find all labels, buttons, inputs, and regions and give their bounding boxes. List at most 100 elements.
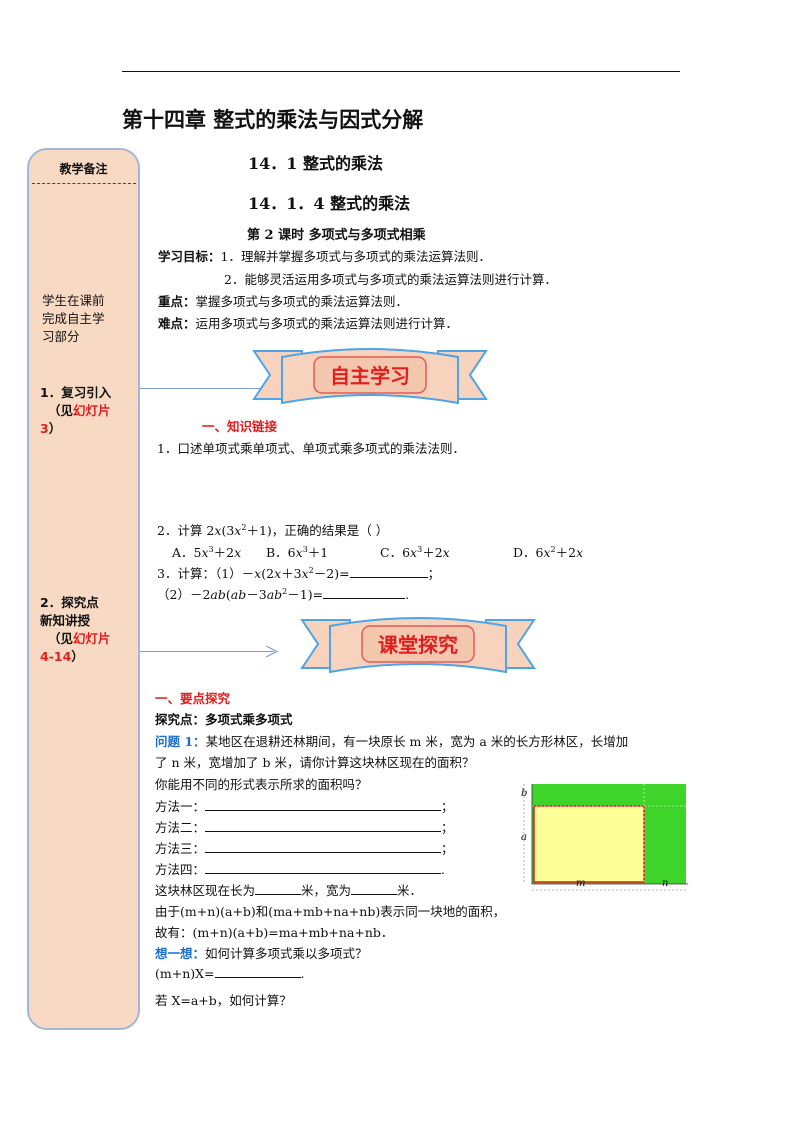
text: 这块林区现在长为 bbox=[155, 883, 256, 898]
method-1: 方法一：； bbox=[155, 797, 454, 814]
banner-classroom-explore: 课堂探究 bbox=[378, 633, 458, 657]
q2-suffix: ，正确的结果是（ ） bbox=[271, 523, 389, 538]
ref-prefix: （见 bbox=[48, 403, 74, 418]
teaching-notes-sidebar bbox=[27, 148, 140, 1030]
sidebar-item-review: 1．复习引入 （见幻灯片 3） bbox=[40, 384, 136, 438]
problem-text: 某地区在退耕还林期间，有一块原长 m 米，宽为 a 米的长方形林区，长增加 bbox=[205, 734, 629, 749]
area-diagram bbox=[523, 784, 688, 891]
think-line: 想一想：如何计算多项式乘以多项式？ bbox=[155, 943, 368, 962]
ribbon-banner-icon bbox=[252, 348, 488, 405]
method-2: 方法二：； bbox=[155, 818, 454, 835]
think-text: 如何计算多项式乘以多项式？ bbox=[205, 946, 368, 961]
diff-label: 难点： bbox=[158, 316, 196, 331]
key-text: 掌握多项式与多项式的乘法运算法则． bbox=[195, 294, 409, 309]
ask-text: 你能用不同的形式表示所求的面积吗？ bbox=[155, 777, 368, 792]
sidebar-note-line: 学生在课前 bbox=[42, 293, 105, 308]
option-label: B．6 bbox=[266, 545, 296, 560]
slide-ref: 幻灯片 bbox=[73, 631, 111, 646]
method-label: 方法一： bbox=[155, 799, 206, 814]
question-2: 2．计算 2x(3x2＋1)，正确的结果是（ ） bbox=[157, 522, 389, 538]
q2-prefix: 2．计算 2 bbox=[157, 523, 215, 538]
method-label: 方法四： bbox=[155, 862, 206, 877]
sidebar-item-explore: 2．探究点 新知讲授 （见幻灯片 4-14） bbox=[40, 594, 136, 666]
explore-point: 探究点：多项式乘多项式 bbox=[155, 712, 293, 727]
goals-line-2: 2．能够灵活运用多项式与多项式的乘法运算法则进行计算． bbox=[224, 272, 557, 287]
connector-line bbox=[140, 388, 290, 389]
slide-ref-number: 4-14 bbox=[40, 649, 72, 664]
question-1: 1．口述单项式乘单项式、单项式乘多项式的乘法法则． bbox=[157, 441, 465, 456]
ref-suffix: ） bbox=[48, 421, 62, 436]
option-label: D．6 bbox=[513, 545, 544, 560]
answer-blank[interactable] bbox=[205, 797, 442, 811]
question-3a: 3．计算：（1）－x(2x＋3x2－2)=； bbox=[157, 564, 441, 581]
answer-blank[interactable] bbox=[205, 818, 442, 832]
sidebar-item-ref: （见幻灯片 bbox=[40, 402, 136, 420]
option-a[interactable]: A．5x3＋2x bbox=[172, 544, 242, 560]
label-n: n bbox=[662, 878, 669, 889]
goals-line-1: 学习目标：1．理解并掌握多项式与多项式的乘法运算法则． bbox=[158, 246, 491, 265]
text: 米． bbox=[397, 883, 423, 898]
problem-line-1: 问题 1：某地区在退耕还林期间，有一块原长 m 米，宽为 a 米的长方形林区，长… bbox=[155, 731, 628, 750]
method-3: 方法三：； bbox=[155, 839, 454, 856]
key-label: 重点： bbox=[158, 294, 196, 309]
text: 米，宽为 bbox=[301, 883, 352, 898]
lesson-title: 第 2 课时 多项式与多项式相乘 bbox=[247, 228, 426, 243]
sidebar-item-ref: （见幻灯片 bbox=[40, 630, 136, 648]
answer-blank[interactable] bbox=[205, 839, 442, 853]
subsection-title: 14．1．4 整式的乘法 bbox=[248, 194, 411, 213]
problem-line-2: 了 n 米，宽增加了 b 米，请你计算这块林区现在的面积？ bbox=[155, 755, 475, 770]
goals-label: 学习目标： bbox=[158, 249, 221, 264]
question-3b: （2）－2ab(ab－3ab2－1)=. bbox=[157, 585, 410, 602]
section-title: 14．1 整式的乘法 bbox=[248, 154, 383, 173]
q3b-label: （2） bbox=[157, 587, 190, 602]
answer-blank[interactable] bbox=[323, 585, 406, 599]
q3-label: 3．计算：（1） bbox=[157, 566, 242, 581]
option-c[interactable]: C．6x3＋2x bbox=[380, 544, 450, 560]
since-line: 由于(m+n)(a+b)和(ma+mb+na+nb)表示同一块地的面积， bbox=[155, 904, 506, 919]
slide-ref-number: 3 bbox=[40, 421, 49, 436]
label-a: a bbox=[521, 832, 527, 843]
difficult-point: 难点：运用多项式与多项式的乘法运算法则进行计算． bbox=[158, 313, 458, 332]
sidebar-note-line: 完成自主学 bbox=[42, 311, 105, 326]
option-label: C．6 bbox=[380, 545, 411, 560]
diff-text: 运用多项式与多项式的乘法运算法则进行计算． bbox=[195, 316, 459, 331]
label-m: m bbox=[576, 878, 586, 889]
option-b[interactable]: B．6x3＋1 bbox=[266, 544, 329, 560]
option-label: A．5 bbox=[172, 545, 202, 560]
length-width-line: 这块林区现在长为 米，宽为 米． bbox=[155, 880, 422, 899]
key-point: 重点：掌握多项式与多项式的乘法运算法则． bbox=[158, 291, 408, 310]
method-label: 方法二： bbox=[155, 820, 206, 835]
banner-self-study: 自主学习 bbox=[330, 364, 410, 388]
answer-blank[interactable] bbox=[214, 964, 301, 978]
goal-item: 1．理解并掌握多项式与多项式的乘法运算法则． bbox=[220, 249, 491, 264]
method-label: 方法三： bbox=[155, 841, 206, 856]
top-rule bbox=[122, 71, 680, 72]
sidebar-item-heading: 1．复习引入 bbox=[40, 385, 112, 400]
arrow-right-icon bbox=[266, 646, 278, 657]
sidebar-title: 教学备注 bbox=[59, 162, 108, 176]
last-question: 若 X=a+b，如何计算？ bbox=[155, 993, 292, 1008]
ref-suffix: ） bbox=[71, 649, 84, 664]
sidebar-item-heading: 2．探究点 bbox=[40, 595, 99, 610]
sidebar-item-heading: 新知讲授 bbox=[40, 613, 91, 628]
answer-blank[interactable] bbox=[205, 860, 442, 874]
sidebar-note: 学生在课前 完成自主学 习部分 bbox=[42, 292, 134, 346]
problem-label: 问题 1： bbox=[155, 734, 206, 749]
knowledge-link-heading: 一、知识链接 bbox=[202, 419, 278, 434]
method-4: 方法四：. bbox=[155, 860, 445, 877]
think-label: 想一想： bbox=[155, 946, 206, 961]
so-line: 故有：(m+n)(a+b)=ma+mb+na+nb． bbox=[155, 925, 394, 940]
chapter-title: 第十四章 整式的乘法与因式分解 bbox=[122, 108, 424, 132]
option-d[interactable]: D．6x2＋2x bbox=[513, 544, 584, 560]
answer-blank[interactable] bbox=[351, 881, 398, 895]
sidebar-note-line: 习部分 bbox=[42, 329, 80, 344]
label-b: b bbox=[521, 788, 528, 799]
sidebar-divider bbox=[32, 183, 136, 184]
answer-blank[interactable] bbox=[349, 564, 428, 578]
ref-prefix: （见 bbox=[48, 631, 74, 646]
answer-blank[interactable] bbox=[255, 881, 302, 895]
connector-line bbox=[140, 651, 274, 652]
mnx-line: (m+n)X=. bbox=[155, 964, 305, 981]
mnx-text: (m+n)X= bbox=[155, 966, 215, 981]
ribbon-banner-icon bbox=[300, 617, 536, 674]
